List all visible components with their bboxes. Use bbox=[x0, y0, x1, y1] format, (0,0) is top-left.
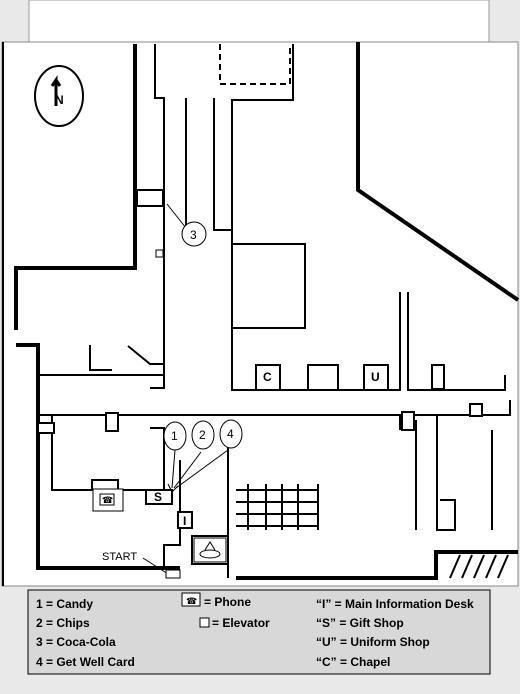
legend-phone: = Phone bbox=[204, 595, 251, 609]
legend-gift: “S” = Gift Shop bbox=[316, 616, 404, 630]
legend-coca-cola: 3 = Coca-Cola bbox=[36, 635, 116, 649]
legend-elevator-icon bbox=[199, 617, 210, 628]
legend-get-well: 4 = Get Well Card bbox=[36, 655, 135, 669]
legend-info: “I” = Main Information Desk bbox=[316, 597, 474, 611]
legend-uniform: “U” = Uniform Shop bbox=[316, 635, 430, 649]
legend-candy: 1 = Candy bbox=[36, 597, 93, 611]
legend-chapel: “C” = Chapel bbox=[316, 655, 390, 669]
start-marker: START bbox=[102, 551, 181, 579]
fountain-icon bbox=[193, 537, 227, 563]
phone-icon: ☎ bbox=[102, 496, 113, 506]
legend-elevator: = Elevator bbox=[212, 616, 270, 630]
marker-chips: 2 bbox=[199, 428, 206, 442]
location-markers: 3 1 2 4 bbox=[163, 203, 243, 493]
room-chapel-label: C bbox=[263, 370, 272, 384]
svg-text:☎: ☎ bbox=[186, 597, 197, 607]
start-label: START bbox=[102, 551, 137, 563]
room-gift-shop-label: S bbox=[154, 490, 162, 504]
legend-phone-icon bbox=[181, 592, 201, 607]
legend: 1 = Candy 2 = Chips 3 = Coca-Cola 4 = Ge… bbox=[27, 589, 491, 675]
phone-location: ☎ bbox=[92, 488, 124, 512]
marker-candy: 1 bbox=[171, 429, 178, 443]
map-panel bbox=[1, 41, 519, 587]
top-tab bbox=[28, 0, 490, 43]
legend-chips: 2 = Chips bbox=[36, 616, 90, 630]
compass: N bbox=[34, 65, 84, 127]
room-info-desk-label: I bbox=[183, 514, 186, 528]
north-arrow-icon bbox=[50, 75, 62, 106]
walls bbox=[2, 42, 520, 586]
elevator bbox=[155, 249, 164, 258]
stairs-hatch bbox=[449, 554, 509, 579]
marker-get-well-card: 4 bbox=[227, 427, 234, 441]
compass-letter: N bbox=[55, 93, 64, 107]
room-uniform-shop-label: U bbox=[371, 370, 380, 384]
marker-coca-cola: 3 bbox=[190, 228, 197, 242]
